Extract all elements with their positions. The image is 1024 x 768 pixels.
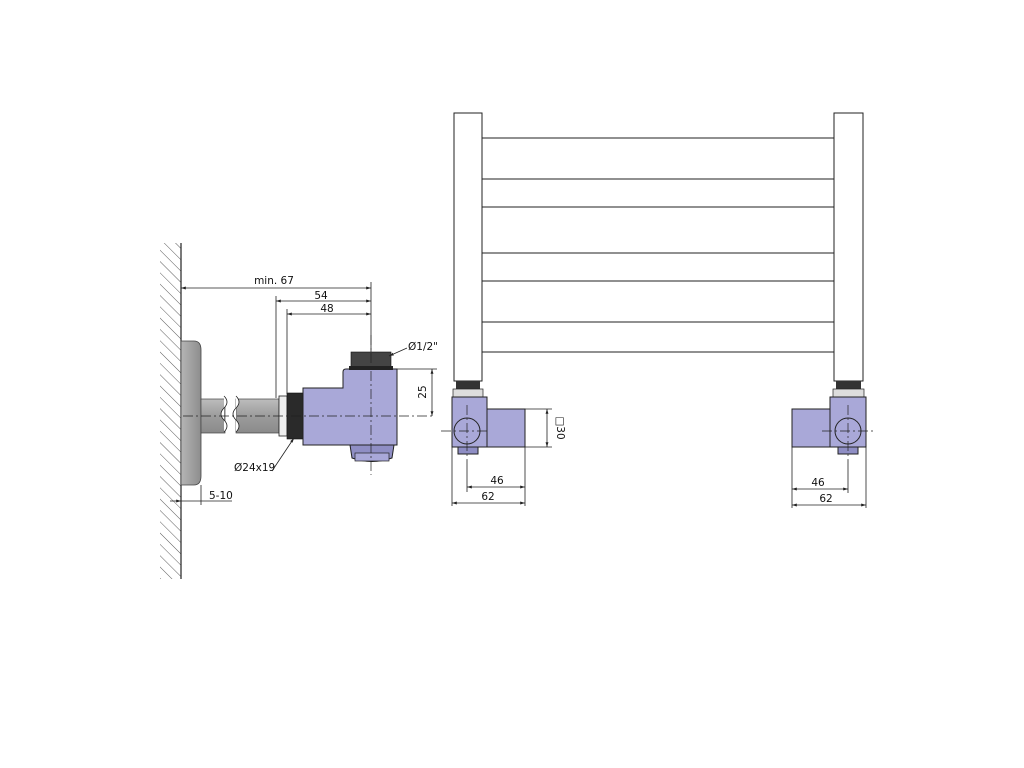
dim-pipe: Ø24x19 <box>234 437 295 474</box>
valve-body-side <box>302 351 398 462</box>
dim-54-label: 54 <box>314 290 328 302</box>
dim-front-left-62-label: 62 <box>481 491 494 503</box>
side-view: min. 67 54 48 Ø1/2" 25 Ø24x19 <box>160 243 438 579</box>
front-left-valve: □30 46 62 <box>441 381 566 506</box>
dim-front-right-46-label: 46 <box>811 477 825 489</box>
radiator-right-tube <box>833 112 864 382</box>
dim-25-label: 25 <box>417 385 429 398</box>
dim-front-right-62-label: 62 <box>819 493 832 505</box>
escutcheon <box>180 340 202 486</box>
supply-pipe <box>200 395 280 434</box>
dim-48: 48 <box>286 303 371 394</box>
wall <box>160 243 182 579</box>
radiator-front-view <box>453 112 864 382</box>
dim-min-67-label: min. 67 <box>254 275 294 287</box>
front-right-valve: 46 62 <box>791 381 874 508</box>
radiator-left-tube <box>453 112 483 382</box>
dim-wall-gap-label: 5-10 <box>209 490 233 502</box>
dim-48-label: 48 <box>320 303 333 315</box>
dim-front-left-46-label: 46 <box>490 475 504 487</box>
dim-min-67: min. 67 <box>181 275 372 352</box>
dim-54: 54 <box>275 290 371 398</box>
radiator-bars <box>481 137 835 353</box>
dim-square-label: □30 <box>554 416 566 439</box>
dim-thread-label: Ø1/2" <box>408 341 438 353</box>
dim-25: 25 <box>397 368 437 416</box>
dim-pipe-label: Ø24x19 <box>234 462 275 474</box>
dim-wall-gap: 5-10 <box>170 485 233 505</box>
dim-thread: Ø1/2" <box>388 341 438 357</box>
